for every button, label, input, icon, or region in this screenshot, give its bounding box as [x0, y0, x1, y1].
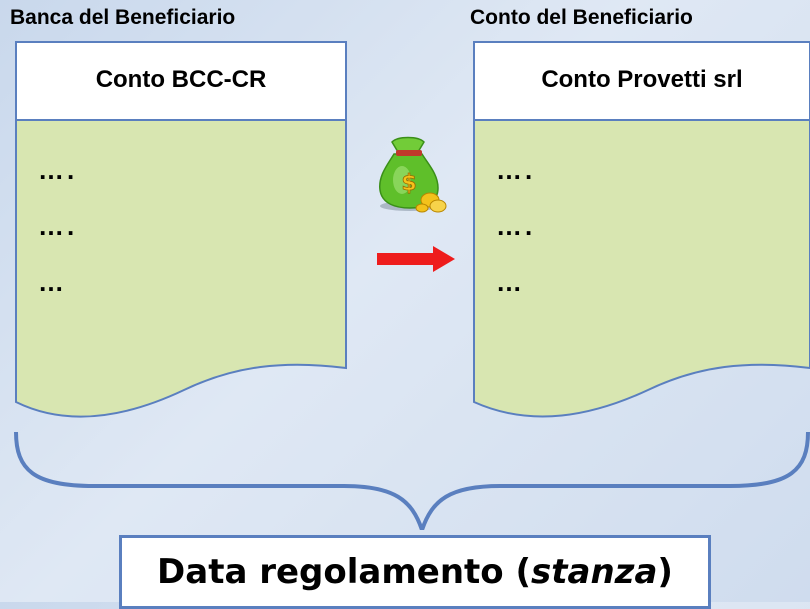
left-document-shape	[15, 41, 347, 418]
arrow-right-icon	[377, 246, 455, 272]
right-entry-2: ….	[496, 211, 536, 241]
left-entry-2: ….	[38, 211, 78, 241]
settlement-text-italic: stanza	[531, 552, 658, 592]
right-entry-1: ….	[496, 155, 536, 185]
right-account-header: Conto del Beneficiario	[470, 6, 693, 29]
settlement-date-box: Data regolamento (stanza)	[119, 535, 711, 609]
left-account-header: Banca del Beneficiario	[10, 6, 236, 29]
left-account-document: Conto BCC-CR …. …. …	[14, 40, 348, 422]
right-account-title: Conto Provetti srl	[541, 66, 743, 93]
svg-text:$: $	[401, 171, 416, 196]
left-entry-1: ….	[38, 155, 78, 185]
settlement-text-before: Data regolamento (	[157, 552, 532, 592]
right-document-shape	[473, 41, 810, 418]
right-entry-3: …	[496, 267, 525, 297]
money-bag-icon: $	[379, 136, 447, 213]
settlement-text-after: )	[657, 552, 673, 592]
right-account-document: Conto Provetti srl …. …. …	[472, 40, 810, 422]
curly-brace	[14, 431, 810, 530]
left-account-title: Conto BCC-CR	[95, 66, 267, 93]
left-entry-3: …	[38, 267, 67, 297]
